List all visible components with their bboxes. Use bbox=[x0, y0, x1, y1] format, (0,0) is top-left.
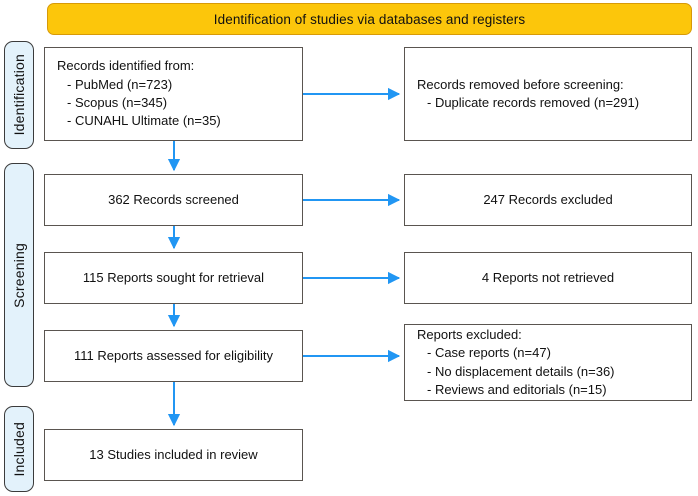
records-removed-line-2: - Duplicate records removed (n=291) bbox=[427, 95, 640, 110]
reports-excluded-line-1: Reports excluded: bbox=[417, 326, 522, 342]
records-removed-line-1: Records removed before screening: bbox=[417, 76, 624, 92]
reports-assessed-box: 111 Reports assessed for eligibility bbox=[44, 330, 303, 382]
reports-excluded-line-4: - Reviews and editorials (n=15) bbox=[427, 381, 607, 397]
diagram-header-banner: Identification of studies via databases … bbox=[47, 3, 692, 35]
records-removed-box: Records removed before screening: - Dupl… bbox=[404, 47, 692, 141]
records-excluded-text: 247 Records excluded bbox=[483, 191, 613, 207]
stage-label-screening: Screening bbox=[4, 163, 34, 387]
stage-label-identification: Identification bbox=[4, 41, 34, 149]
reports-not-retrieved-text: 4 Reports not retrieved bbox=[481, 269, 615, 285]
diagram-title: Identification of studies via databases … bbox=[213, 11, 526, 27]
reports-sought-text: 115 Reports sought for retrieval bbox=[82, 269, 265, 285]
records-screened-text: 362 Records screened bbox=[108, 191, 239, 207]
reports-not-retrieved-box: 4 Reports not retrieved bbox=[404, 252, 692, 304]
stage-label-screening-text: Screening bbox=[11, 242, 27, 308]
studies-included-text: 13 Studies included in review bbox=[89, 446, 258, 462]
records-screened-box: 362 Records screened bbox=[44, 174, 303, 226]
studies-included-box: 13 Studies included in review bbox=[44, 429, 303, 481]
stage-label-included: Included bbox=[4, 406, 34, 492]
stage-label-identification-text: Identification bbox=[11, 54, 27, 136]
reports-excluded-box: Reports excluded: - Case reports (n=47) … bbox=[404, 324, 692, 401]
records-identified-line-2: - PubMed (n=723) bbox=[67, 76, 173, 92]
stage-label-included-text: Included bbox=[11, 421, 27, 477]
records-excluded-box: 247 Records excluded bbox=[404, 174, 692, 226]
reports-excluded-line-3: - No displacement details (n=36) bbox=[427, 363, 615, 379]
records-identified-line-4: - CUNAHL Ultimate (n=35) bbox=[67, 113, 221, 129]
records-identified-box: Records identified from: - PubMed (n=723… bbox=[44, 47, 303, 141]
reports-sought-box: 115 Reports sought for retrieval bbox=[44, 252, 303, 304]
records-identified-line-1: Records identified from: bbox=[57, 58, 195, 74]
reports-excluded-line-2: - Case reports (n=47) bbox=[427, 345, 551, 361]
records-identified-line-3: - Scopus (n=345) bbox=[67, 95, 168, 110]
reports-assessed-text: 111 Reports assessed for eligibility bbox=[74, 347, 273, 363]
